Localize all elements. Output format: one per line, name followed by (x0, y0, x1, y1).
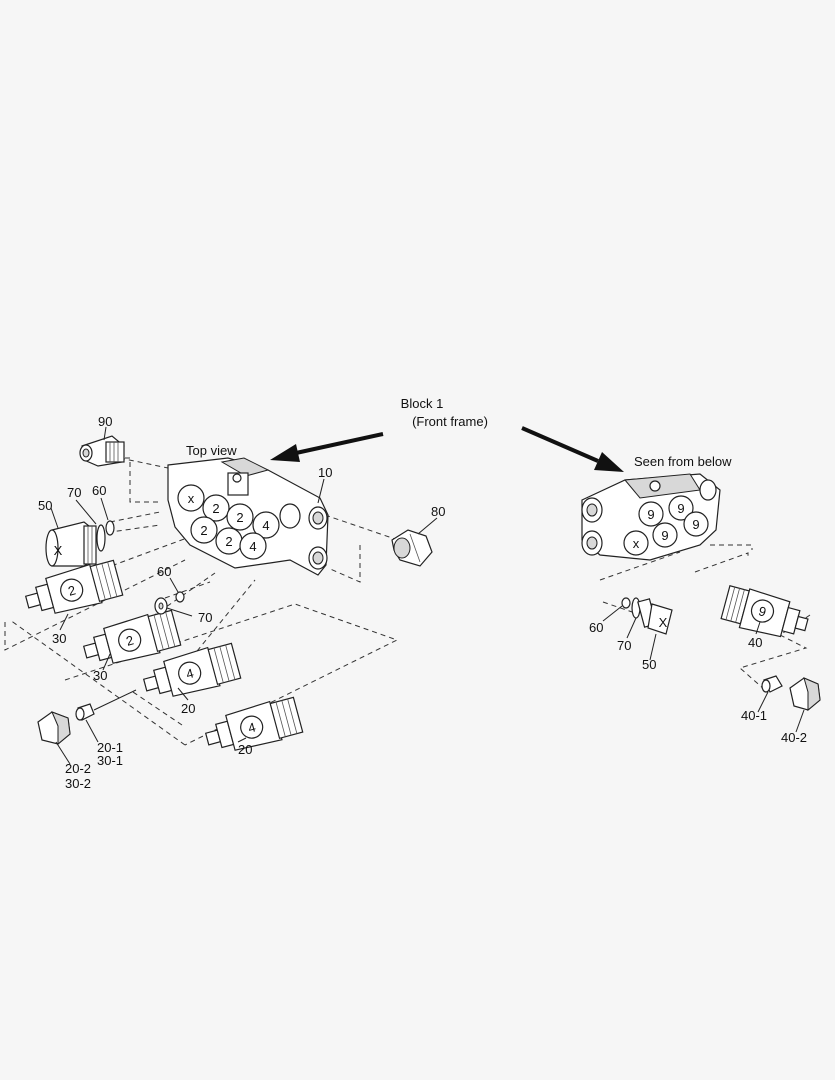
callout-70-right: 70 (617, 638, 631, 653)
arrow-to-below-view (521, 426, 624, 472)
elbow-fitting (79, 435, 125, 467)
o-ring-60-right (621, 597, 631, 609)
washer-70-left (96, 524, 106, 552)
svg-text:X: X (659, 615, 668, 630)
callout-70-left: 70 (67, 485, 81, 500)
svg-text:2: 2 (200, 523, 207, 538)
o-ring-60-mid (175, 591, 185, 603)
cartridge-valve-40: 9 (720, 584, 809, 638)
svg-text:2: 2 (236, 510, 243, 525)
port-4: 4 (239, 532, 267, 560)
arrow-to-top-view (270, 432, 384, 462)
cartridge-valve-30: 2 (82, 609, 182, 664)
callout-30-2: 30-2 (65, 776, 91, 791)
port-9: 9 (638, 501, 664, 527)
port-9: 9 (683, 511, 709, 537)
hex-nut-40-2 (789, 677, 821, 712)
svg-text:2: 2 (212, 501, 219, 516)
side-port (279, 503, 301, 529)
port-9: 9 (668, 495, 694, 521)
callout-50-left: 50 (38, 498, 52, 513)
port-2: 2 (190, 516, 218, 544)
side-port (699, 479, 717, 501)
callout-60-left: 60 (92, 483, 106, 498)
port-2: 2 (215, 527, 243, 555)
callout-70-mid: 70 (198, 610, 212, 625)
cartridge-valve-20: 4 (142, 642, 242, 697)
callouts: 90 10 80 50 70 60 60 70 30 30 20 20 20-1… (38, 414, 807, 791)
callout-50-right: 50 (642, 657, 656, 672)
svg-text:4: 4 (262, 518, 269, 533)
callout-60-mid: 60 (157, 564, 171, 579)
svg-text:9: 9 (692, 517, 699, 532)
port-2: 2 (226, 503, 254, 531)
callout-40-1: 40-1 (741, 708, 767, 723)
callout-30-a: 30 (52, 631, 66, 646)
plug-left: X (45, 521, 97, 567)
svg-text:x: x (633, 536, 640, 551)
plug-right: X (637, 598, 673, 635)
port-9: 9 (652, 522, 678, 548)
callout-20-a: 20 (181, 701, 195, 716)
callout-20-2: 20-2 (65, 761, 91, 776)
o-ring-60-left (105, 520, 115, 536)
svg-text:2: 2 (124, 632, 135, 648)
callout-10: 10 (318, 465, 332, 480)
svg-text:2: 2 (225, 534, 232, 549)
callout-20-b: 20 (238, 742, 252, 757)
sleeve-40-1 (761, 675, 783, 693)
callout-90: 90 (98, 414, 112, 429)
block-title: Block 1 (401, 396, 444, 411)
cartridge-valve-30: 2 (24, 559, 124, 614)
port-4: 4 (252, 511, 280, 539)
svg-text:9: 9 (661, 528, 668, 543)
mounting-hole (232, 473, 242, 483)
seen-from-below-label: Seen from below (634, 454, 732, 469)
block-subtitle: (Front frame) (412, 414, 488, 429)
valve-block-top-view: x 2 2 2 2 4 4 (167, 457, 329, 576)
svg-text:9: 9 (647, 507, 654, 522)
svg-text:4: 4 (246, 719, 257, 735)
port-x: x (177, 484, 205, 512)
callout-30-b: 30 (93, 668, 107, 683)
hex-nut-20-2 (37, 711, 71, 746)
mounting-hole (649, 480, 661, 492)
callout-30-1: 30-1 (97, 753, 123, 768)
top-view-label: Top view (186, 443, 237, 458)
svg-text:4: 4 (184, 665, 195, 681)
port-x: x (623, 530, 649, 556)
callout-40-2: 40-2 (781, 730, 807, 745)
callout-20-1: 20-1 (97, 740, 123, 755)
washer-70-right (631, 597, 641, 619)
sleeve-20-1 (75, 703, 95, 721)
svg-text:X: X (54, 543, 63, 558)
callout-40: 40 (748, 635, 762, 650)
callout-80: 80 (431, 504, 445, 519)
port-2: 2 (202, 494, 230, 522)
washer-70-mid (154, 597, 168, 615)
svg-text:4: 4 (249, 539, 256, 554)
valve-block-bottom-view: 9 9 9 9 x (581, 473, 721, 561)
leader-lines (50, 426, 805, 765)
svg-text:2: 2 (66, 582, 77, 598)
svg-text:x: x (188, 491, 195, 506)
cartridge-valve-20: 4 (204, 696, 304, 751)
svg-text:9: 9 (677, 501, 684, 516)
callout-60-right: 60 (589, 620, 603, 635)
hex-nut-fitting (391, 529, 433, 567)
svg-text:9: 9 (757, 603, 768, 619)
